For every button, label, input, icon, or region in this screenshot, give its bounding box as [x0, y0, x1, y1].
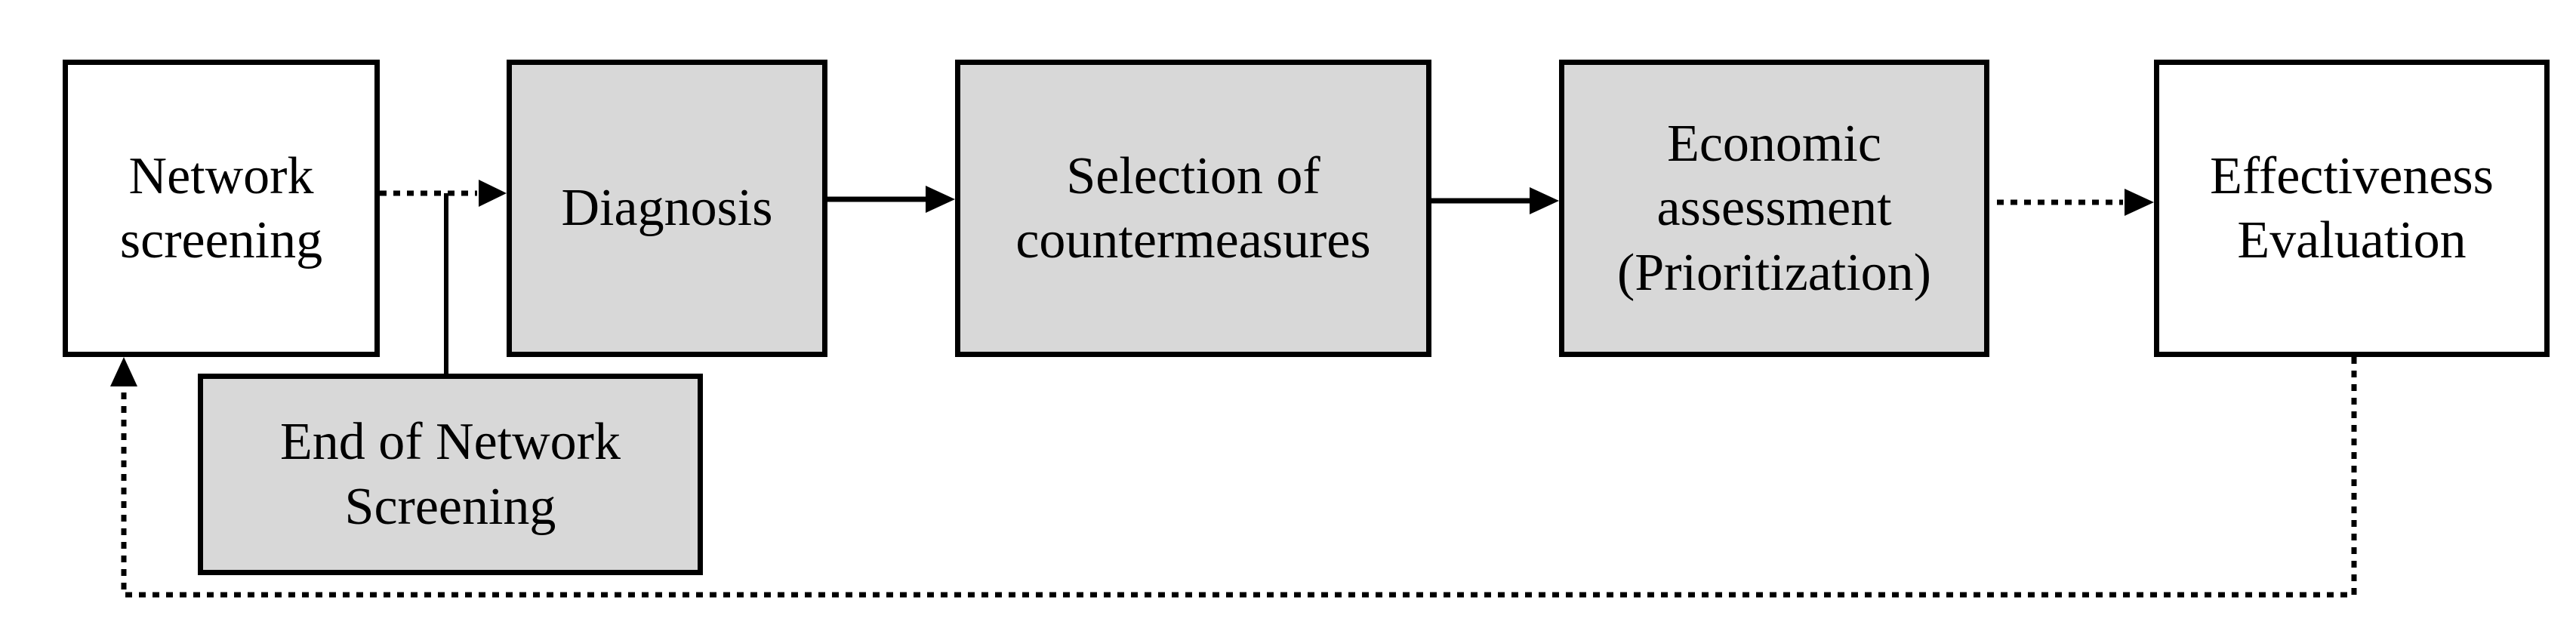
arrowhead-network-screening — [110, 357, 137, 386]
economic-assessment-box: Economic assessment (Prioritization) — [1559, 60, 1989, 357]
arrowhead-effectiveness — [2125, 189, 2154, 216]
selection-of-countermeasures-box: Selection of countermeasures — [955, 60, 1431, 357]
arrowhead-selection — [926, 186, 955, 213]
network-screening-label: Network screening — [119, 146, 323, 269]
arrowhead-diagnosis — [479, 180, 507, 207]
selection-of-countermeasures-label: Selection of countermeasures — [1015, 146, 1371, 269]
dotted-feedback-loop — [121, 357, 2357, 598]
network-screening-box: Network screening — [63, 60, 380, 357]
diagnosis-label: Diagnosis — [561, 179, 773, 238]
diagnosis-box: Diagnosis — [507, 60, 827, 357]
end-of-network-screening-box: End of Network Screening — [198, 374, 703, 575]
economic-assessment-label: Economic assessment (Prioritization) — [1616, 114, 1931, 302]
effectiveness-evaluation-label: Effectiveness Evaluation — [2210, 146, 2494, 269]
effectiveness-evaluation-box: Effectiveness Evaluation — [2154, 60, 2550, 357]
end-of-network-screening-label: End of Network Screening — [279, 413, 621, 536]
arrowhead-economic — [1530, 187, 1559, 214]
